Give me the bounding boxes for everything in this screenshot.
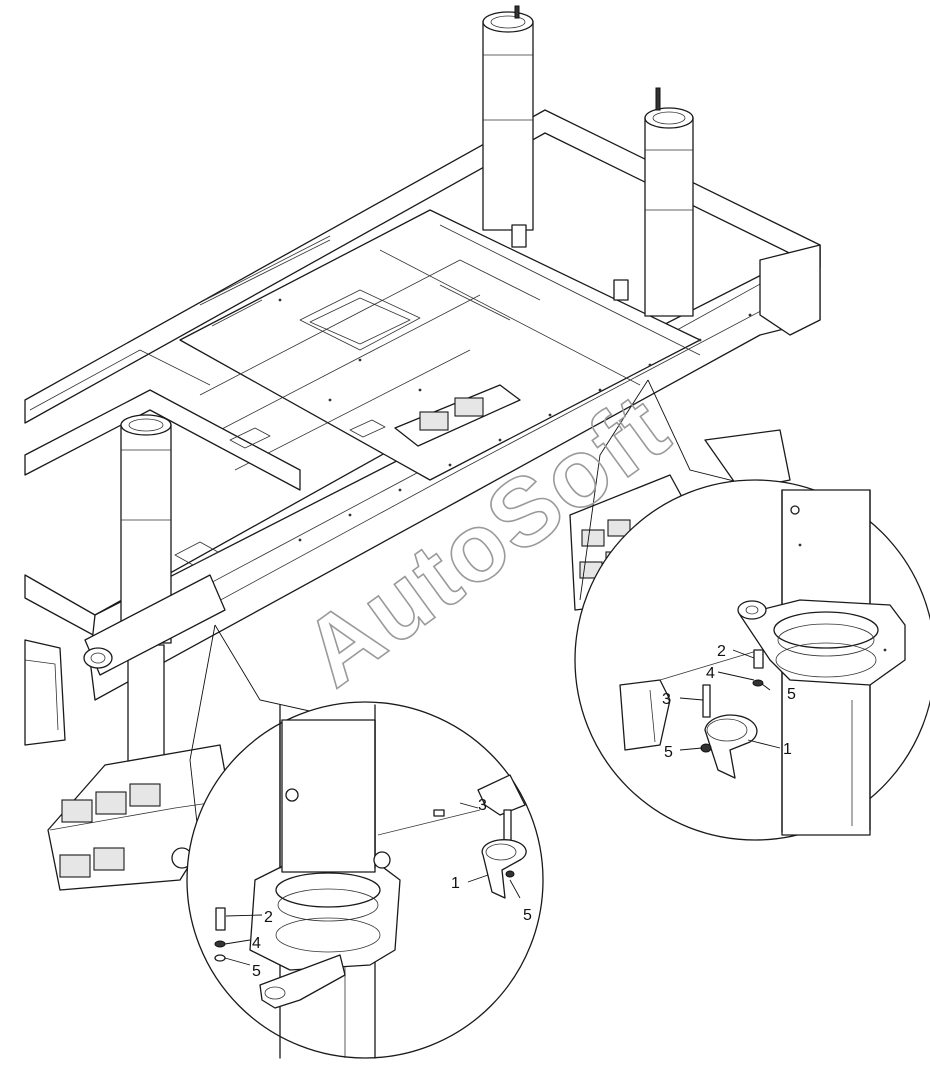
column-back-center [482, 5, 534, 248]
detail-view-left [186, 624, 544, 1059]
column-back-right [613, 87, 694, 317]
callout-left-1: 1 [451, 875, 460, 892]
callouts-right [679, 649, 781, 751]
callout-right-1: 1 [783, 741, 792, 758]
callout-right-5a: 5 [787, 686, 796, 703]
track-unit-front-left [47, 744, 231, 891]
battery-tray [394, 384, 521, 447]
callout-left-5a: 5 [252, 963, 261, 980]
callout-right-3: 3 [662, 691, 671, 708]
callout-left-2: 2 [264, 909, 273, 926]
callout-right-5b: 5 [664, 744, 673, 761]
callout-right-2: 2 [717, 643, 726, 660]
column-front-left [83, 414, 226, 766]
callout-left-5b: 5 [523, 907, 532, 924]
callout-right-4: 4 [706, 665, 715, 682]
callout-left-4: 4 [252, 935, 261, 952]
callouts-left [224, 802, 521, 966]
detail-view-right [574, 379, 930, 841]
track-unit-left-edge [24, 639, 66, 746]
machine-frame [24, 109, 821, 701]
callout-left-3: 3 [478, 797, 487, 814]
